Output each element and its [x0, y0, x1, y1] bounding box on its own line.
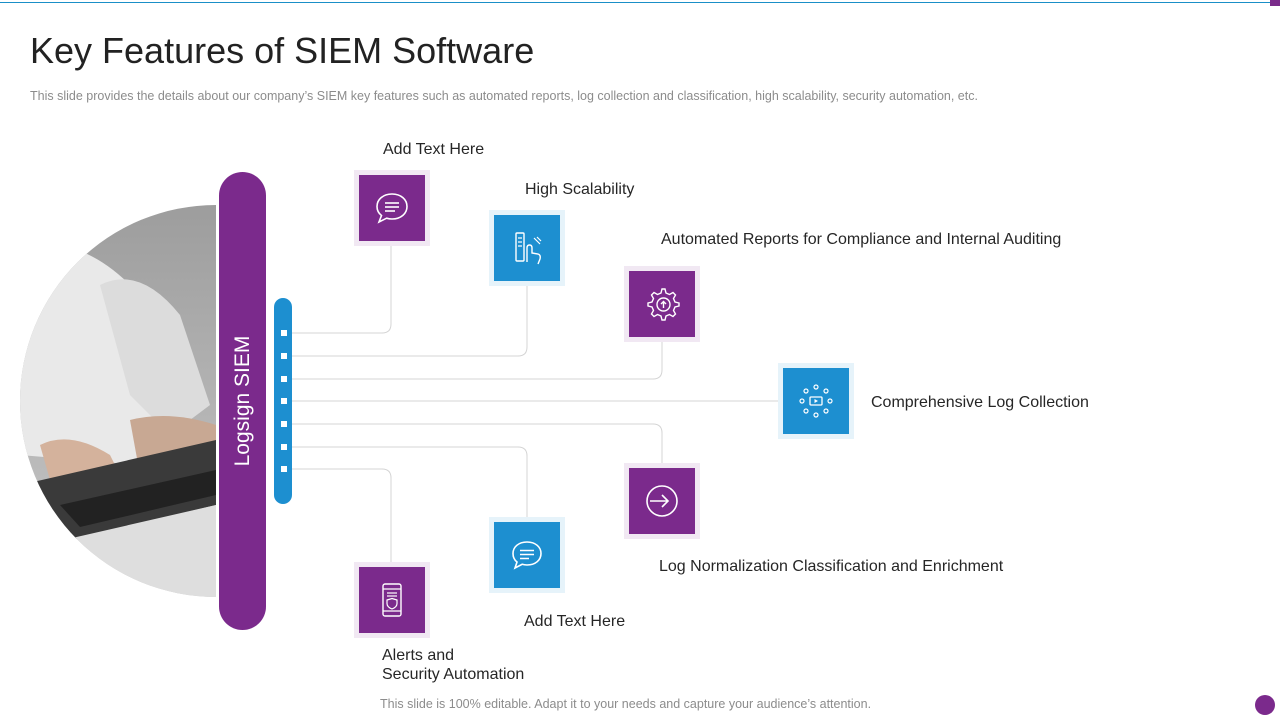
login-arrow-icon — [646, 485, 678, 517]
chat-bubble-icon — [512, 541, 542, 570]
connector-dot — [281, 398, 287, 404]
connector-dot — [281, 421, 287, 427]
connector-dot — [281, 444, 287, 450]
slide-footer: This slide is 100% editable. Adapt it to… — [380, 697, 872, 711]
slide-title: Key Features of SIEM Software — [30, 30, 535, 71]
corner-dot — [1255, 695, 1275, 715]
connector-dot — [281, 330, 287, 336]
hand-touch-icon — [515, 232, 542, 265]
feature-icon-box — [629, 271, 695, 337]
slide-subtitle: This slide provides the details about ou… — [30, 89, 978, 103]
connector-dot — [281, 466, 287, 472]
feature-label: Add Text Here — [383, 141, 485, 158]
feature-label: High Scalability — [525, 181, 635, 198]
cloud-gear-icon — [647, 288, 680, 321]
mobile-shield-icon — [382, 583, 402, 617]
speech-bubble-icon — [376, 193, 408, 224]
feature-label-line: Alerts and — [382, 647, 455, 664]
top-accent-line — [0, 2, 1270, 3]
feature-icon-box — [629, 468, 695, 534]
laptop-typing-photo — [20, 205, 216, 597]
feature-label: Log Normalization Classification and Enr… — [659, 558, 1004, 575]
connector-dot — [281, 376, 287, 382]
feature-icon-box — [359, 175, 425, 241]
network-hub-icon — [799, 384, 833, 418]
feature-label: Add Text Here — [524, 613, 626, 630]
feature-label: Alerts and Security Automation — [382, 646, 524, 684]
feature-icon-box — [494, 522, 560, 588]
feature-label-line: Security Automation — [382, 666, 525, 683]
feature-label: Automated Reports for Compliance and Int… — [661, 231, 1062, 248]
feature-label: Comprehensive Log Collection — [871, 394, 1089, 411]
connector-dot — [281, 353, 287, 359]
feature-icon-box — [494, 215, 560, 281]
top-accent-cap — [1270, 0, 1280, 6]
feature-icon-box — [359, 567, 425, 633]
hub-pill — [219, 172, 266, 630]
feature-icon-box — [783, 368, 849, 434]
